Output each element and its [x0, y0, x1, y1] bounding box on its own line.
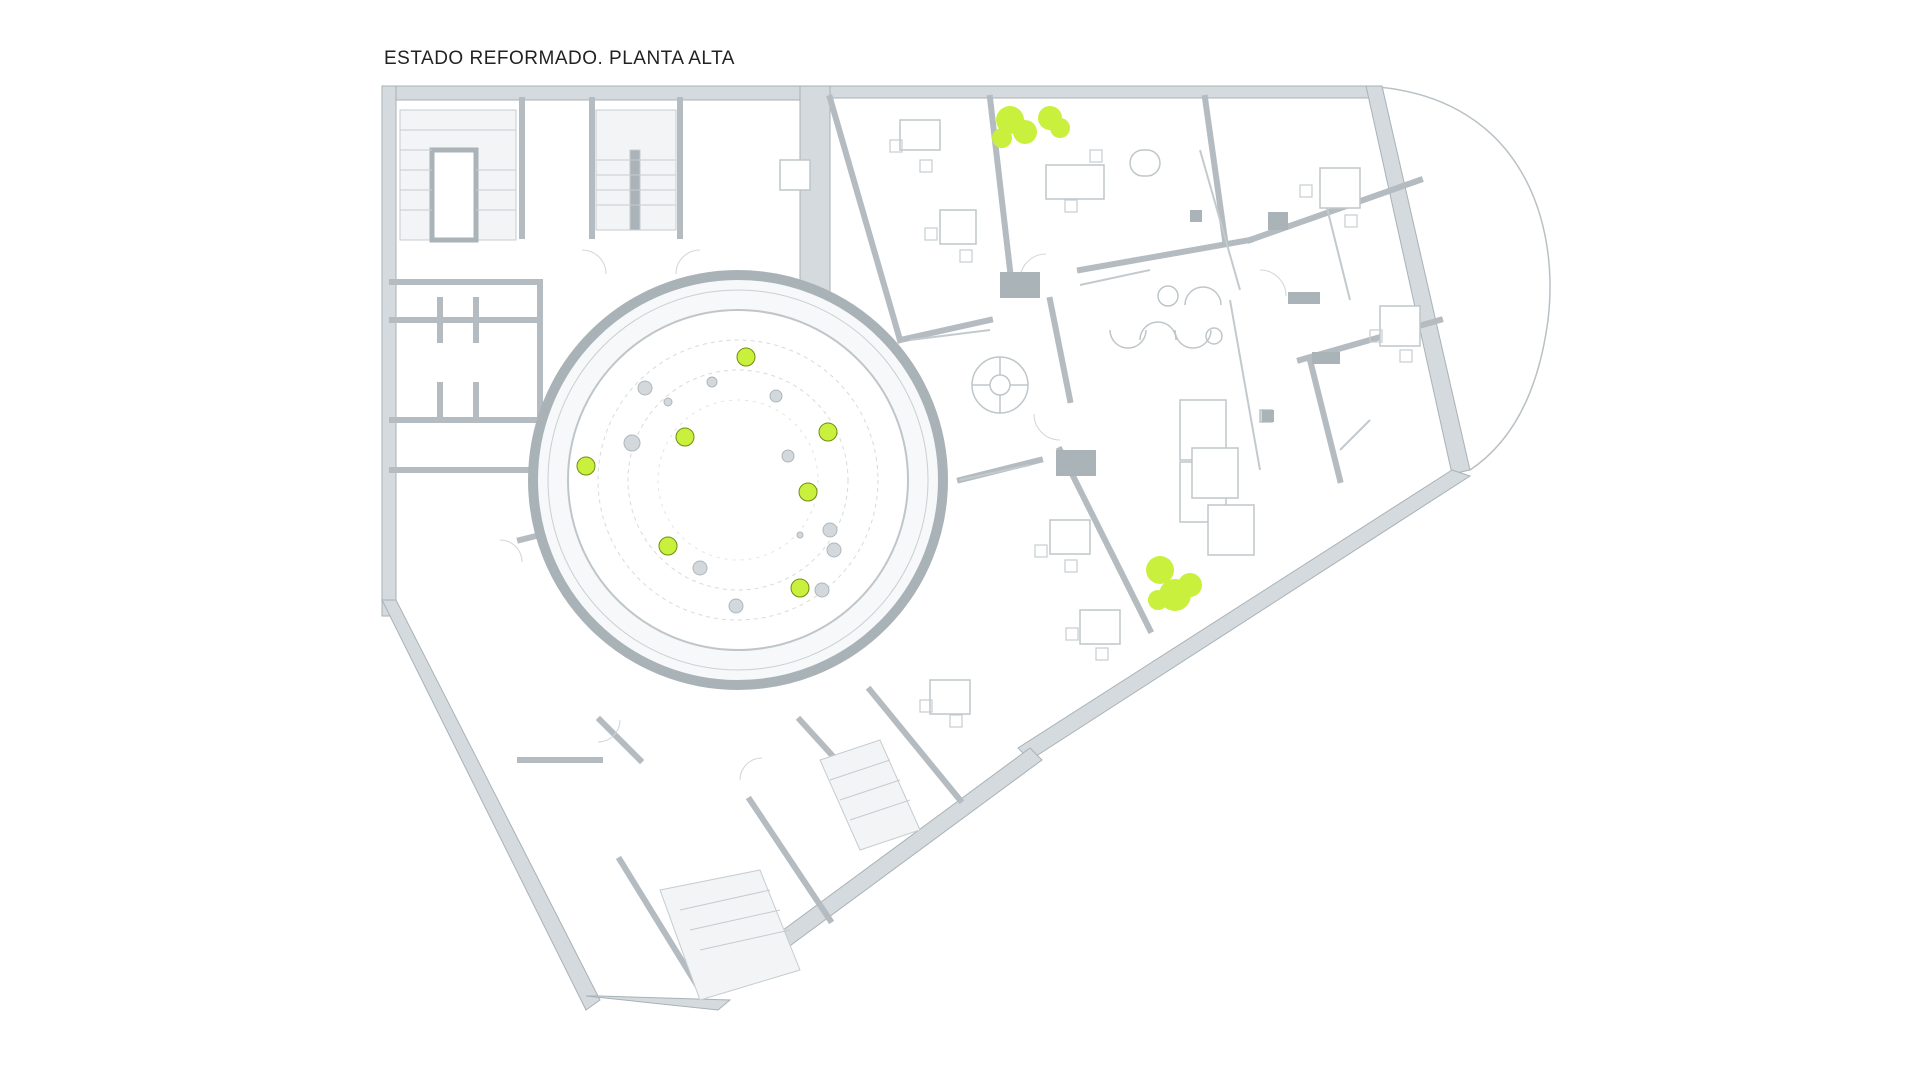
plant-group-bottom: [1146, 556, 1202, 611]
lounge-seating: [1109, 285, 1223, 349]
pillars: [1000, 210, 1340, 476]
rotunda-plants: [576, 347, 838, 598]
stair-center-top: [595, 109, 677, 231]
spiral-stair: [971, 356, 1029, 414]
stair-bottom: [659, 739, 921, 1001]
glazing-lines: [909, 149, 1371, 481]
door-swings: [499, 249, 1287, 781]
office-chairs: [889, 139, 1413, 728]
stair-left-top: [399, 109, 517, 243]
central-rotunda: [528, 270, 948, 690]
plants: [576, 106, 1202, 611]
curved-facade-outline: [1377, 86, 1551, 471]
meeting-tables: [1179, 399, 1273, 556]
outer-walls: [381, 85, 1472, 1011]
plan-title: ESTADO REFORMADO. PLANTA ALTA: [384, 48, 735, 69]
office-desks: [779, 119, 1421, 715]
plant-group-top: [992, 106, 1070, 148]
